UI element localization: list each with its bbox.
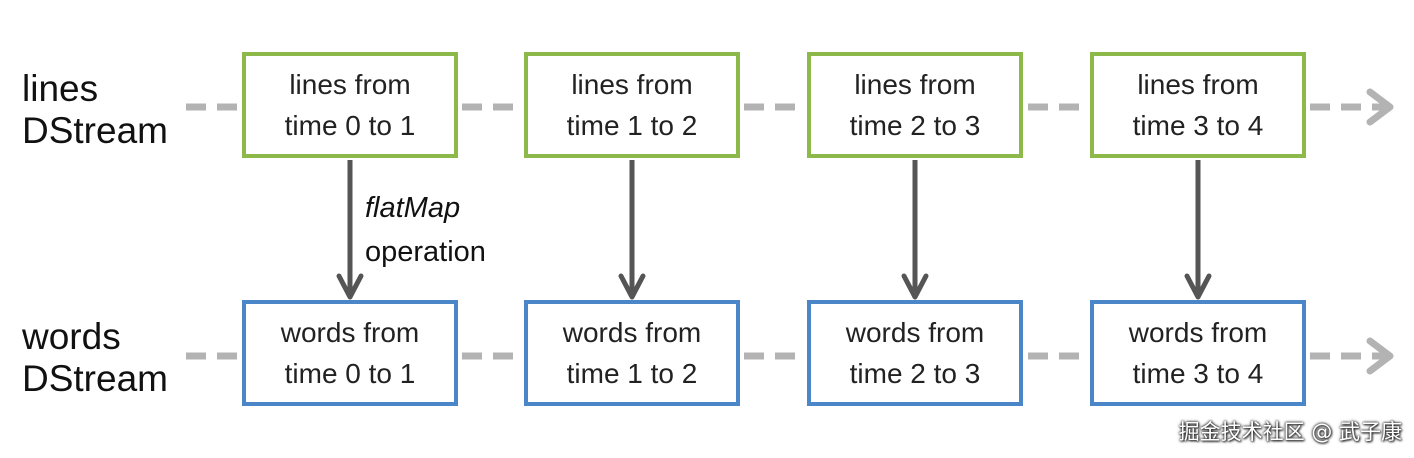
watermark: 掘金技术社区 @ 武子康: [1178, 420, 1402, 444]
box-line1: lines from: [1137, 69, 1259, 100]
box-line1: words from: [562, 317, 702, 348]
lines-dstream-label: lines DStream: [22, 68, 168, 152]
words-label-line1: words: [22, 316, 121, 357]
box-line2: time 0 to 1: [284, 110, 416, 141]
transform-arrow-head: [618, 273, 646, 300]
lines-batch-box: lines from time 1 to 2: [524, 52, 740, 158]
box-line2: time 3 to 4: [1132, 110, 1264, 141]
box-line2: time 2 to 3: [849, 110, 981, 141]
box-line2: time 1 to 2: [566, 358, 698, 389]
lines-batch-box: lines from time 2 to 3: [807, 52, 1023, 158]
box-line1: lines from: [854, 69, 976, 100]
box-line2: time 2 to 3: [849, 358, 981, 389]
box-line2: time 0 to 1: [284, 358, 416, 389]
box-line1: words from: [280, 317, 420, 348]
lines-timeline-arrowhead: [1366, 88, 1394, 126]
operation-name: flatMap: [365, 192, 461, 224]
words-batch-box: words from time 2 to 3: [807, 300, 1023, 406]
operation-desc: operation: [365, 236, 486, 268]
words-stream-timeline: [186, 337, 1394, 375]
box-line2: time 1 to 2: [566, 110, 698, 141]
box-line2: time 3 to 4: [1132, 358, 1264, 389]
box-line1: words from: [845, 317, 985, 348]
transform-arrow-head: [1184, 273, 1212, 300]
words-batch-box: words from time 0 to 1: [242, 300, 458, 406]
box-line1: lines from: [289, 69, 411, 100]
transform-arrow-head: [336, 273, 364, 300]
lines-batch-box: lines from time 0 to 1: [242, 52, 458, 158]
lines-batch-box: lines from time 3 to 4: [1090, 52, 1306, 158]
words-batch-box: words from time 1 to 2: [524, 300, 740, 406]
lines-label-line2: DStream: [22, 110, 168, 151]
words-batch-box: words from time 3 to 4: [1090, 300, 1306, 406]
words-dstream-label: words DStream: [22, 316, 168, 400]
transform-arrow-head: [901, 273, 929, 300]
lines-label-line1: lines: [22, 68, 99, 109]
transform-arrows: [336, 160, 1212, 300]
words-timeline-arrowhead: [1366, 337, 1394, 375]
words-label-line2: DStream: [22, 358, 168, 399]
box-line1: lines from: [571, 69, 693, 100]
operation-label: flatMap operation: [365, 186, 486, 274]
box-line1: words from: [1128, 317, 1268, 348]
lines-stream-timeline: [186, 88, 1394, 126]
